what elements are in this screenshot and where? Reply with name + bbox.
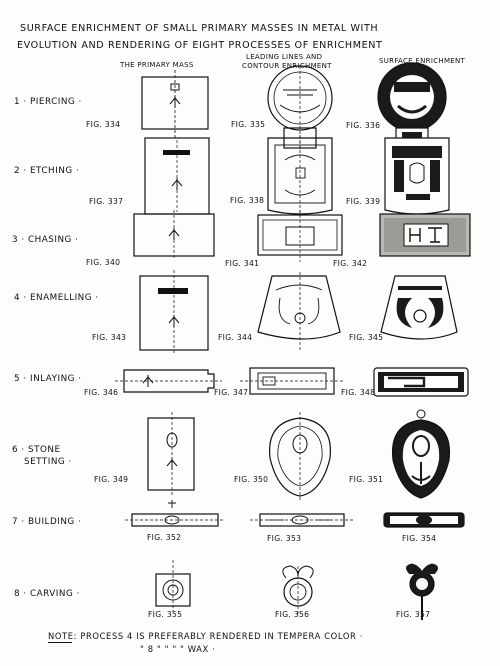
column-header-leading-1: LEADING LINES AND [246, 54, 322, 61]
column-header-leading-2: CONTOUR ENRICHMENT [242, 63, 332, 70]
fig-343-drawing [140, 270, 208, 355]
row-label-carving: 8 · CARVING · [14, 590, 80, 599]
note-line-2: " 8 " " " " WAX · [140, 645, 215, 653]
fig-334-drawing [142, 70, 208, 140]
row-label-etching: 2 · ETCHING · [14, 167, 79, 176]
fig-caption: FIG. 356 [275, 611, 309, 619]
fig-351-drawing [393, 410, 450, 498]
fig-caption: FIG. 343 [92, 334, 126, 342]
fig-caption: FIG. 357 [396, 611, 430, 619]
fig-347-drawing [240, 368, 345, 394]
fig-caption: FIG. 346 [84, 389, 118, 397]
fig-356-drawing [283, 566, 313, 614]
fig-caption: FIG. 353 [267, 535, 301, 543]
fig-344-drawing [258, 272, 340, 350]
fig-caption: FIG. 345 [349, 334, 383, 342]
fig-340-drawing [134, 210, 214, 260]
note-line-1: NOTE: PROCESS 4 IS PREFERABLY RENDERED I… [48, 632, 363, 640]
fig-354-drawing [384, 513, 464, 527]
fig-348-drawing [374, 368, 468, 396]
title-line-2: EVOLUTION AND RENDERING OF EIGHT PROCESS… [17, 41, 383, 51]
note-underline [48, 642, 72, 643]
fig-337-drawing [145, 138, 209, 214]
fig-338-drawing [268, 135, 332, 215]
row-label-setting: SETTING · [24, 458, 72, 467]
fig-caption: FIG. 340 [86, 259, 120, 267]
row-label-chasing: 3 · CHASING · [12, 236, 78, 245]
fig-caption: FIG. 347 [214, 389, 248, 397]
row-label-piercing: 1 · PIERCING · [14, 98, 82, 107]
fig-352-drawing [125, 500, 225, 526]
fig-caption: FIG. 335 [231, 121, 265, 129]
fig-caption: FIG. 337 [89, 198, 123, 206]
fig-339-drawing [385, 138, 449, 214]
fig-342-drawing [380, 214, 470, 256]
fig-caption: FIG. 336 [346, 122, 380, 130]
fig-caption: FIG. 348 [341, 389, 375, 397]
column-header-surface: SURFACE ENRICHMENT [379, 58, 465, 65]
fig-caption: FIG. 350 [234, 476, 268, 484]
fig-caption: FIG. 339 [346, 198, 380, 206]
row-label-stone: 6 · STONE [12, 446, 61, 455]
fig-341-drawing [258, 210, 342, 262]
fig-345-drawing [381, 276, 457, 339]
fig-caption: FIG. 349 [94, 476, 128, 484]
fig-caption: FIG. 342 [333, 260, 367, 268]
title-line-1: SURFACE ENRICHMENT OF SMALL PRIMARY MASS… [20, 24, 378, 34]
fig-353-drawing [250, 514, 355, 526]
row-label-enamelling: 4 · ENAMELLING · [14, 294, 99, 303]
fig-350-drawing [270, 412, 331, 500]
fig-caption: FIG. 355 [148, 611, 182, 619]
fig-caption: FIG. 341 [225, 260, 259, 268]
column-header-primary: THE PRIMARY MASS [120, 62, 194, 69]
fig-caption: FIG. 338 [230, 197, 264, 205]
fig-355-drawing [156, 560, 190, 612]
fig-caption: FIG. 334 [86, 121, 120, 129]
row-label-building: 7 · BUILDING · [12, 518, 81, 527]
fig-caption: FIG. 352 [147, 534, 181, 542]
fig-346-drawing [115, 370, 222, 392]
fig-336-drawing [378, 63, 446, 148]
fig-caption: FIG. 344 [218, 334, 252, 342]
fig-caption: FIG. 354 [402, 535, 436, 543]
row-label-inlaying: 5 · INLAYING · [14, 375, 82, 384]
fig-caption: FIG. 351 [349, 476, 383, 484]
fig-349-drawing [148, 412, 194, 495]
